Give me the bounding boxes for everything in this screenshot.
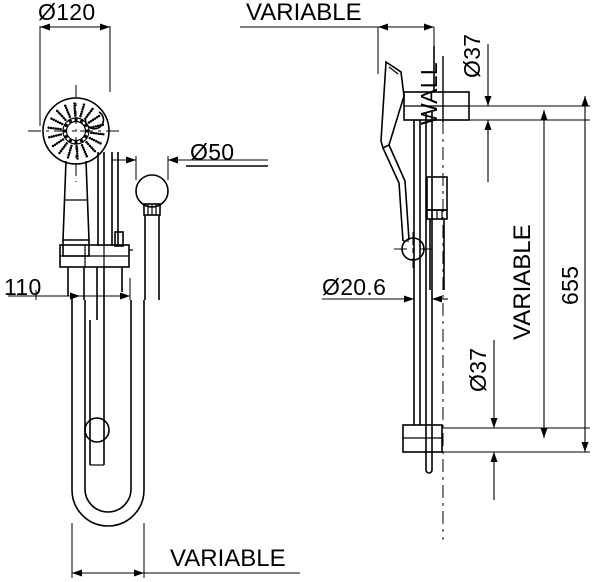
- dim-rail-tube-diameter: [322, 290, 448, 310]
- dim-rail-offset: [8, 278, 131, 300]
- dim-head-diameter: [39, 23, 111, 126]
- dim-overall-height: [581, 96, 589, 452]
- label-rail-offset: 110: [4, 274, 42, 300]
- dimension-labels: Ø120 Ø50 110 VARIABLE VARIABLE VARIABLE …: [4, 0, 583, 572]
- side-elevation-view: [240, 23, 590, 540]
- dim-elbow-diameter: [112, 156, 268, 180]
- shower-hose-loop: [71, 296, 145, 527]
- dim-variable-top: [240, 23, 435, 92]
- label-elbow-diameter: Ø50: [190, 139, 234, 165]
- label-wall: WALL: [416, 62, 442, 125]
- front-elevation-view: [8, 23, 300, 578]
- label-variable-bottom: VARIABLE: [170, 545, 286, 572]
- dim-variable-vertical: [540, 110, 548, 438]
- dim-variable-bottom: [71, 523, 300, 578]
- dim-bracket-bottom-diameter: [442, 340, 590, 500]
- handset-side: [380, 60, 410, 242]
- spray-hole-pattern: [47, 102, 105, 160]
- dim-bracket-top-diameter: [469, 44, 590, 182]
- label-variable-vertical: VARIABLE: [509, 224, 536, 340]
- label-overall-height: 655: [557, 266, 583, 305]
- label-variable-top: VARIABLE: [246, 0, 362, 26]
- label-bracket-bottom-diameter: Ø37: [465, 348, 491, 392]
- label-bracket-top-diameter: Ø37: [459, 34, 485, 78]
- outlet-elbow: [135, 174, 169, 300]
- label-rail-tube-diameter: Ø20.6: [322, 274, 386, 300]
- label-head-diameter: Ø120: [38, 0, 95, 25]
